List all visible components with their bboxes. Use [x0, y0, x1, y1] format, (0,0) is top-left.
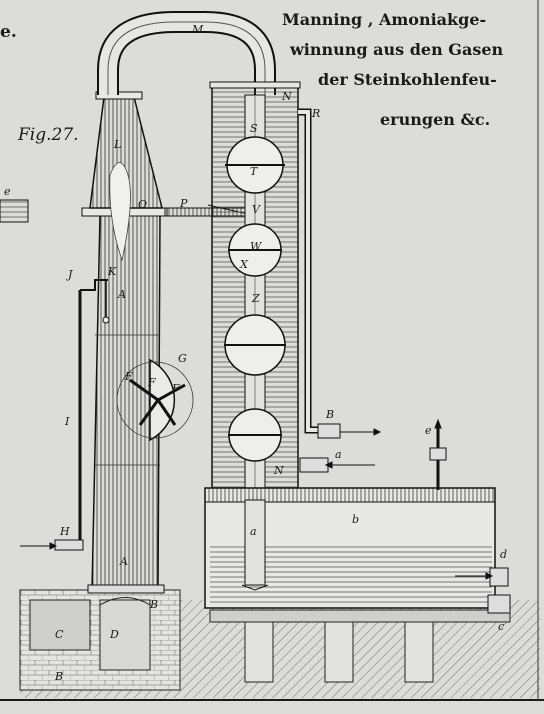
label-c: c: [498, 620, 504, 633]
label-c-upper: C: [55, 628, 64, 641]
label-a-valve: a: [335, 448, 342, 461]
tank-b: [204, 487, 496, 609]
label-d: d: [500, 548, 507, 561]
fan-g: [116, 358, 194, 442]
cone-l: [89, 91, 163, 262]
label-h: H: [59, 525, 70, 538]
foundation: [19, 589, 540, 698]
side-pipes-left: [20, 279, 110, 551]
valve-d: [455, 567, 509, 587]
label-f1: F: [124, 370, 133, 383]
label-a-lower: A: [119, 555, 128, 568]
title-line-4: erungen &c.: [380, 110, 491, 129]
label-k: K: [107, 265, 117, 278]
label-w: W: [250, 240, 263, 253]
figure-number: Fig.27.: [17, 125, 79, 145]
label-e-right: e: [425, 424, 432, 437]
label-x: X: [239, 258, 249, 271]
label-a-upper: A: [117, 288, 126, 301]
pipe-r: [298, 108, 382, 439]
label-a-tube: a: [250, 525, 257, 538]
label-n-top: N: [281, 90, 292, 103]
label-j: J: [66, 268, 73, 281]
title-line-3: der Steinkohlenfeu-: [318, 70, 497, 89]
title-line-1: Manning , Amoniakge-: [282, 10, 487, 29]
label-f2: F: [147, 376, 156, 389]
label-r: R: [311, 107, 320, 120]
arch-pipe-m: [97, 10, 276, 95]
label-z: Z: [251, 292, 260, 305]
label-e-left: e: [4, 185, 11, 198]
label-s: S: [250, 122, 258, 135]
label-b-tank: b: [352, 513, 359, 526]
label-g: G: [178, 352, 187, 365]
label-n-low: N: [273, 464, 284, 477]
valve-e: [429, 418, 447, 490]
valve-c: [487, 594, 511, 614]
label-b-left: B: [149, 598, 158, 611]
label-m: M: [191, 23, 204, 36]
label-i: I: [64, 415, 70, 428]
label-l: L: [113, 138, 121, 151]
left-edge-stub: [0, 199, 29, 223]
label-f3: F: [171, 382, 180, 395]
left-fragment: e.: [0, 22, 17, 42]
valve-a: [299, 457, 375, 473]
title-line-2: winnung aus den Gasen: [290, 40, 504, 59]
label-o: O: [138, 198, 147, 211]
label-t: T: [250, 165, 259, 178]
label-p: P: [179, 197, 188, 210]
label-b-bottom: B: [54, 670, 63, 683]
label-v: V: [252, 203, 261, 216]
label-b-pipe: B: [325, 408, 334, 421]
label-d-upper: D: [109, 628, 119, 641]
